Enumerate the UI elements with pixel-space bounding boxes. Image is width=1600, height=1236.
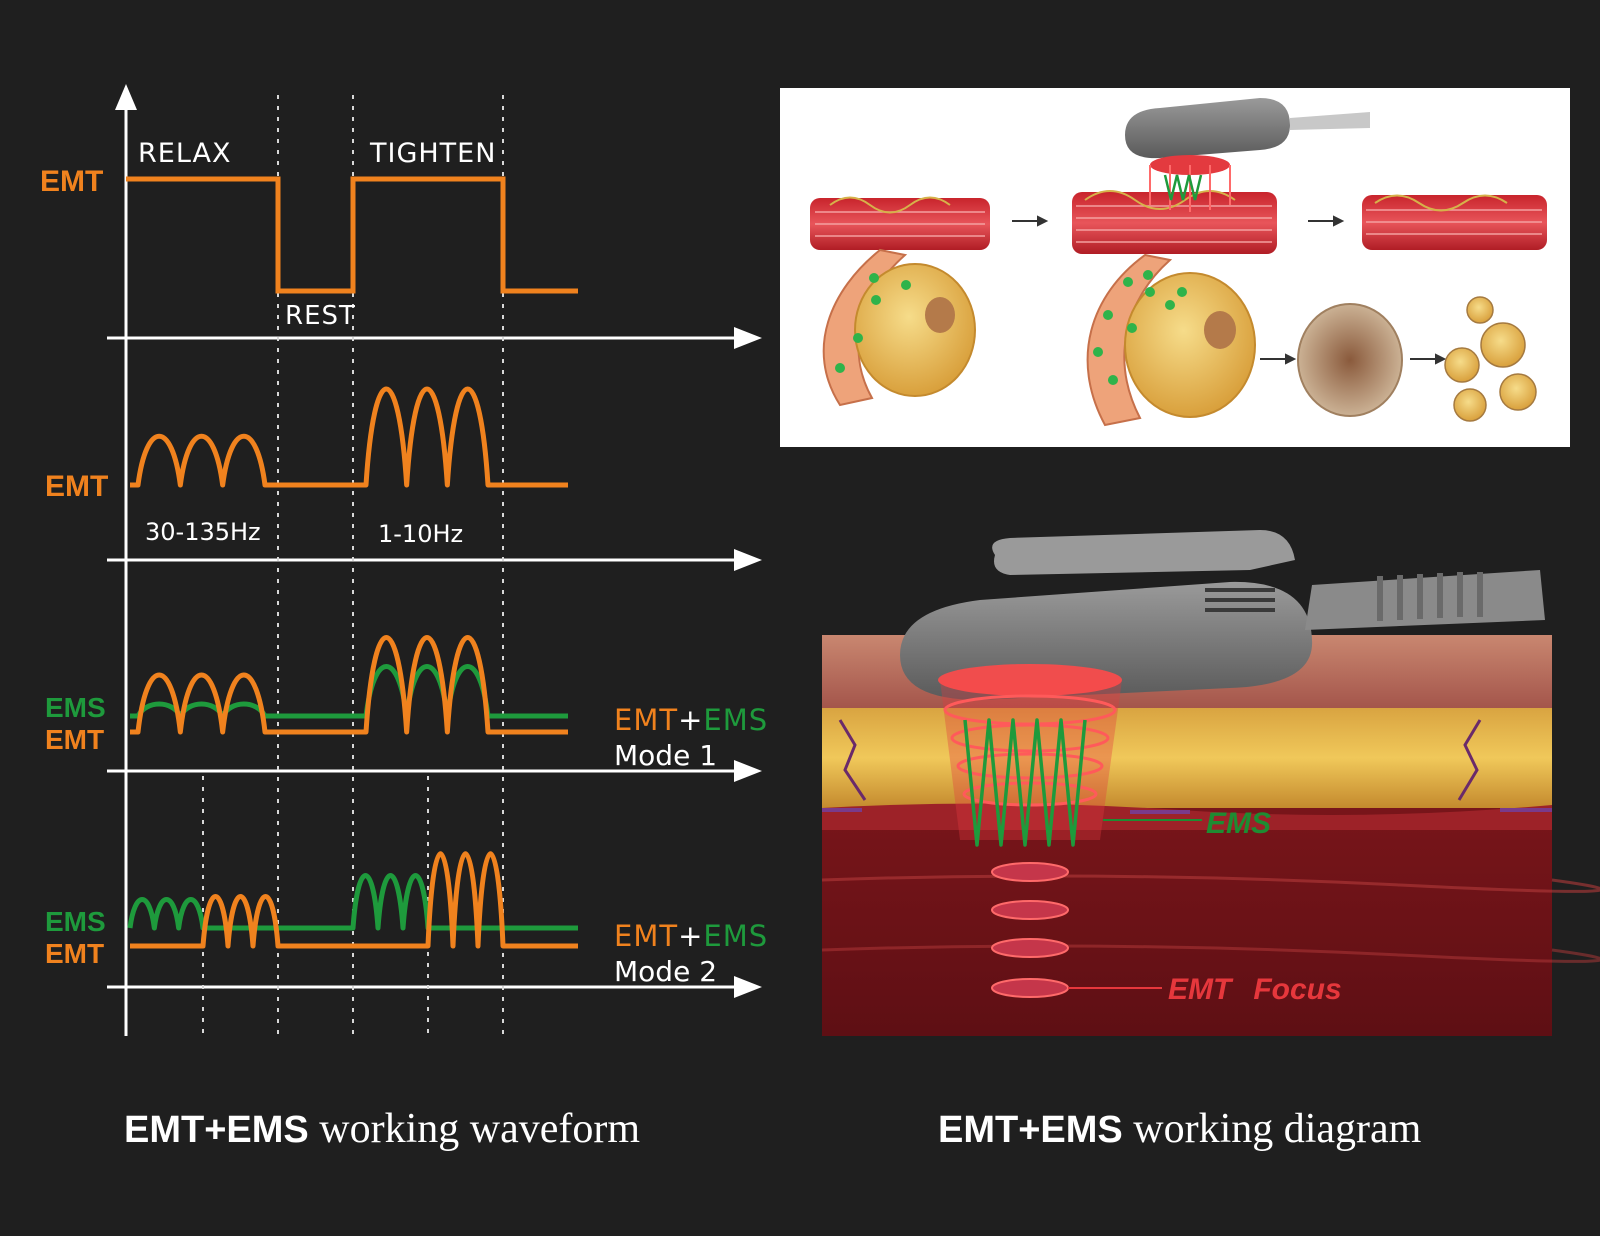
emt-wave-mode2 bbox=[130, 851, 578, 949]
x-axis-4 bbox=[107, 976, 762, 998]
arrow-right-icon bbox=[734, 760, 762, 782]
emt-focus-emt: EMT bbox=[1168, 973, 1234, 1006]
arrow-right-icon bbox=[734, 327, 762, 349]
fat-cell-fragments bbox=[1444, 296, 1537, 422]
device-icon-small bbox=[1125, 98, 1370, 212]
combo-plus-text: + bbox=[678, 919, 703, 953]
rest-label: REST bbox=[285, 301, 356, 331]
combo-label-mode2: EMT+EMS bbox=[614, 919, 768, 953]
blood-vessel-2 bbox=[1086, 253, 1173, 427]
diagram-caption: EMT+EMS working diagram bbox=[938, 1108, 1421, 1150]
emt-label-4: EMT bbox=[45, 938, 104, 969]
process-arrows bbox=[1012, 215, 1447, 365]
waveform-panel: EMT RELAX TIGHTEN REST EMT 30-135Hz 1-10… bbox=[40, 84, 768, 1036]
mode1-label: Mode 1 bbox=[614, 739, 717, 772]
energy-beam bbox=[938, 664, 1122, 998]
emt-square-wave bbox=[126, 176, 578, 294]
caption-right-rest: working diagram bbox=[1122, 1106, 1422, 1152]
combo-plus-text: + bbox=[678, 703, 703, 737]
caption-right-strong: EMT+EMS bbox=[938, 1109, 1123, 1151]
combo-emt-text: EMT bbox=[614, 919, 678, 953]
emt-label-2: EMT bbox=[45, 470, 108, 503]
emt-wave-mode1 bbox=[130, 635, 568, 735]
combo-label-mode1: EMT+EMS bbox=[614, 703, 768, 737]
tighten-label: TIGHTEN bbox=[369, 138, 496, 169]
fat-cell-illustration bbox=[780, 88, 1570, 447]
fat-cell-1 bbox=[854, 263, 976, 397]
fat-cell-2 bbox=[1124, 272, 1256, 418]
x-axis-1 bbox=[107, 327, 762, 349]
tissue-cross-section: EMS EMT Focus bbox=[821, 530, 1600, 1036]
mode2-label: Mode 2 bbox=[614, 955, 717, 988]
x-axis-3 bbox=[107, 760, 762, 782]
emt-focus-label: EMT Focus bbox=[1168, 973, 1342, 1006]
x-axis-2 bbox=[107, 549, 762, 571]
freq-low-label: 30-135Hz bbox=[145, 518, 261, 546]
combo-ems-text: EMS bbox=[703, 919, 768, 953]
emt-focus-word: Focus bbox=[1253, 973, 1341, 1006]
arrow-right-icon bbox=[734, 549, 762, 571]
ems-label-4: EMS bbox=[45, 906, 106, 937]
emt-label-3: EMT bbox=[45, 724, 104, 755]
emt-frequency-wave bbox=[130, 386, 568, 488]
waveform-caption: EMT+EMS working waveform bbox=[124, 1108, 640, 1150]
ems-label-3: EMS bbox=[45, 692, 106, 723]
combo-emt-text: EMT bbox=[614, 703, 678, 737]
released-molecules bbox=[835, 270, 1187, 385]
combo-ems-text: EMS bbox=[703, 703, 768, 737]
muscle-fiber-1 bbox=[810, 198, 990, 250]
freq-high-label: 1-10Hz bbox=[378, 520, 463, 548]
muscle-fiber-3 bbox=[1362, 195, 1547, 250]
muscle-fiber-2 bbox=[1072, 192, 1277, 254]
caption-left-rest: working waveform bbox=[308, 1106, 640, 1152]
relax-label: RELAX bbox=[138, 138, 231, 169]
emt-label-1: EMT bbox=[40, 165, 103, 198]
ems-wave-mode2 bbox=[127, 873, 578, 931]
ems-callout-label: EMS bbox=[1206, 807, 1271, 840]
caption-left-strong: EMT+EMS bbox=[124, 1109, 309, 1151]
arrow-up-icon bbox=[115, 84, 137, 110]
arrow-right-icon bbox=[734, 976, 762, 998]
fat-cell-dying bbox=[1297, 303, 1403, 417]
